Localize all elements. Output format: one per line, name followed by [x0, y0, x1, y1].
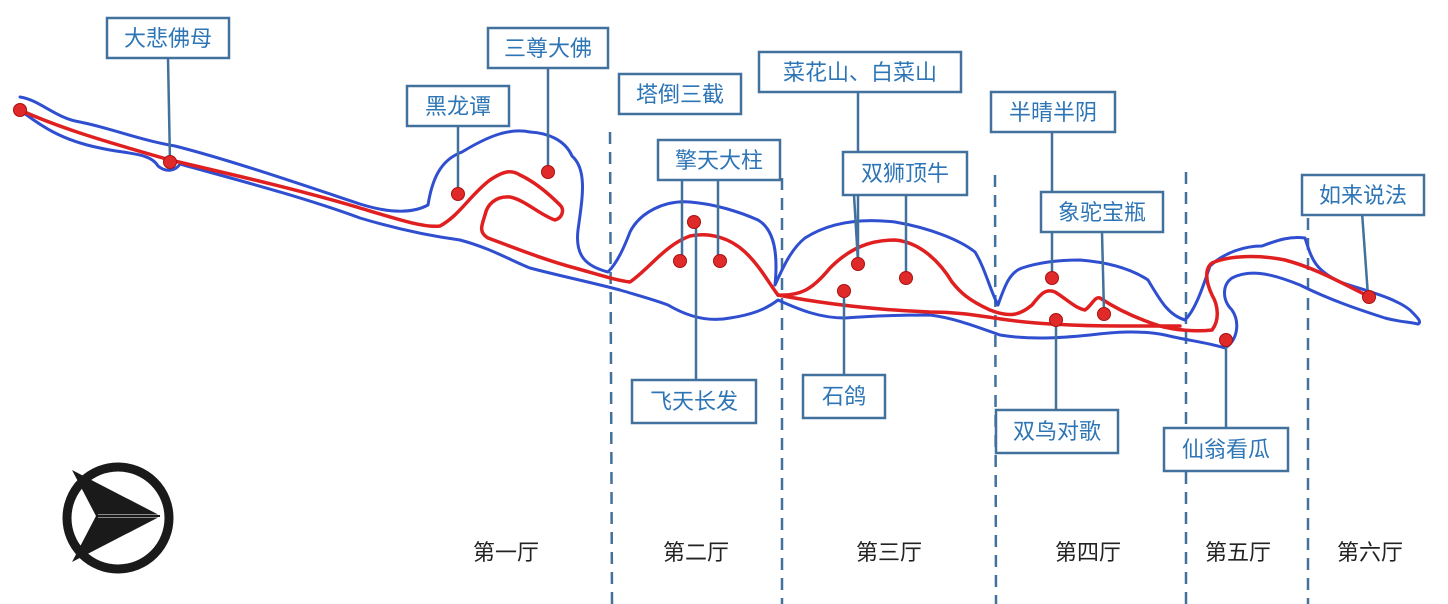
- label-text: 大悲佛母: [124, 27, 212, 52]
- label-text: 石鸽: [822, 385, 866, 410]
- leader-lines: [166, 57, 1370, 428]
- spot-labels: 大悲佛母 三尊大佛 黑龙谭 塔倒三截 擎天大柱 菜花山、白菜山 双狮顶牛 半晴: [105, 16, 1426, 473]
- spot-shuangshi-dingniu[interactable]: [899, 271, 913, 285]
- label-text: 黑龙谭: [425, 95, 491, 120]
- hall-dividers: [608, 131, 1310, 604]
- spot-qingtian-dazhu-2[interactable]: [713, 254, 727, 268]
- label-text: 半晴半阴: [1009, 101, 1097, 126]
- label-shige[interactable]: 石鸽: [801, 373, 887, 420]
- spot-sanzun-dafo[interactable]: [541, 165, 555, 179]
- label-text: 三尊大佛: [504, 37, 592, 62]
- spot-xianweng-kangua[interactable]: [1219, 333, 1233, 347]
- hall-name-6: 第六厅: [1337, 541, 1403, 566]
- label-text: 双狮顶牛: [861, 162, 949, 187]
- label-xiangtuo-baoping[interactable]: 象驼宝瓶: [1039, 190, 1165, 234]
- label-ta-dao-san-jie[interactable]: 塔倒三截: [617, 72, 743, 116]
- hall-name-1: 第一厅: [473, 541, 539, 566]
- tourist-route: [18, 108, 1370, 333]
- label-text: 象驼宝瓶: [1058, 201, 1146, 226]
- label-text: 塔倒三截: [636, 83, 724, 108]
- label-feitian-changfa[interactable]: 飞天长发: [630, 378, 758, 425]
- cave-wall-lower: [18, 108, 1420, 350]
- route-lower-branch: [776, 293, 1182, 328]
- spot-xiangtuo-baoping[interactable]: [1097, 307, 1111, 321]
- label-qingtian-dazhu[interactable]: 擎天大柱: [656, 138, 782, 182]
- cave-outline: [18, 95, 1422, 350]
- label-rulai-shuofa[interactable]: 如来说法: [1300, 173, 1426, 217]
- label-dabei-fomu[interactable]: 大悲佛母: [105, 16, 231, 60]
- spot-rulai-shuofa[interactable]: [1362, 290, 1376, 304]
- label-shuangshi-dingniu[interactable]: 双狮顶牛: [841, 150, 969, 197]
- hall-name-4: 第四厅: [1055, 541, 1121, 566]
- hall-name-2: 第二厅: [663, 541, 729, 566]
- spot-qingtian-dazhu-1[interactable]: [673, 254, 687, 268]
- spot-caihua-shan[interactable]: [851, 257, 865, 271]
- hall-names: 第一厅 第二厅 第三厅 第四厅 第五厅 第六厅: [473, 541, 1403, 566]
- label-shuangniao-duige[interactable]: 双鸟对歌: [994, 408, 1120, 455]
- label-caihua-shan[interactable]: 菜花山、白菜山: [757, 50, 963, 94]
- hall-name-5: 第五厅: [1205, 541, 1271, 566]
- spot-heilong-tan[interactable]: [451, 187, 465, 201]
- hall-name-3: 第三厅: [856, 541, 922, 566]
- spot-feitian-changfa[interactable]: [687, 215, 701, 229]
- spot-shuangniao-duige[interactable]: [1049, 313, 1063, 327]
- scenic-spots: [13, 103, 1376, 347]
- divider-1-2: [608, 131, 614, 604]
- label-banqing-banyin[interactable]: 半晴半阴: [989, 90, 1117, 134]
- leader-shuangshi-1: [852, 194, 860, 263]
- label-text: 擎天大柱: [675, 149, 763, 174]
- label-text: 飞天长发: [650, 390, 738, 415]
- label-text: 菜花山、白菜山: [783, 61, 937, 86]
- label-text: 双鸟对歌: [1013, 420, 1101, 445]
- label-text: 仙翁看瓜: [1182, 438, 1270, 463]
- spot-dabei-fomu[interactable]: [163, 155, 177, 169]
- divider-3-4: [993, 174, 998, 604]
- leader-dabei-fomu: [166, 57, 172, 163]
- leader-rulai: [1360, 211, 1370, 297]
- north-arrow-icon: [62, 462, 174, 574]
- label-sanzun-dafo[interactable]: 三尊大佛: [486, 26, 610, 70]
- spot-shige[interactable]: [837, 284, 851, 298]
- spot-entrance[interactable]: [13, 103, 27, 117]
- leader-xiangtuo: [1100, 231, 1106, 313]
- spot-banqing-banyin[interactable]: [1045, 271, 1059, 285]
- label-heilong-tan[interactable]: 黑龙谭: [405, 84, 511, 128]
- label-text: 如来说法: [1319, 184, 1407, 209]
- label-xianweng-kangua[interactable]: 仙翁看瓜: [1162, 426, 1290, 473]
